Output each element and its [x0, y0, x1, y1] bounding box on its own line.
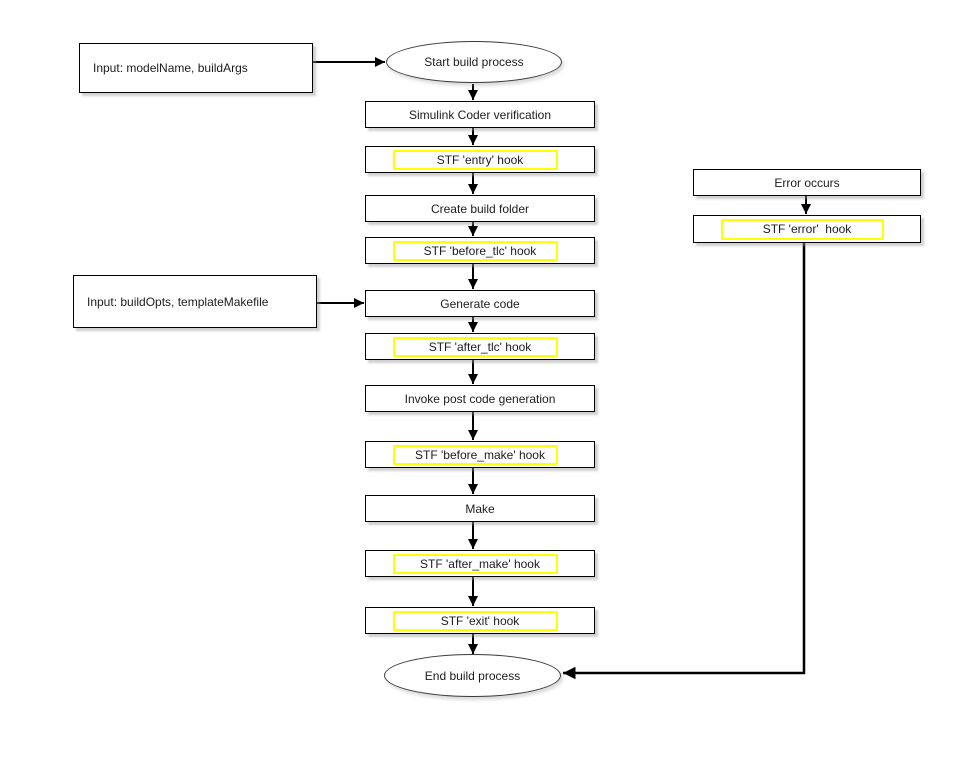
hook-highlight-frame [393, 554, 558, 574]
node-label: Create build folder [430, 201, 530, 216]
node-stf-after-tlc-hook: STF 'after_tlc' hook [365, 333, 595, 360]
node-input-buildopts: Input: buildOpts, templateMakefile [73, 275, 317, 328]
hook-highlight-frame [393, 150, 558, 170]
node-stf-error-hook: STF 'error' hook [693, 215, 921, 243]
node-label: Error occurs [774, 175, 840, 190]
node-input-modelname: Input: modelName, buildArgs [79, 43, 313, 93]
node-label: STF 'before_make' hook [415, 447, 545, 462]
node-label: Generate code [440, 296, 520, 311]
node-stf-before-make-hook: STF 'before_make' hook [365, 441, 595, 468]
node-create-build-folder: Create build folder [365, 195, 595, 222]
node-start: Start build process [386, 41, 562, 83]
node-label: Input: buildOpts, templateMakefile [87, 294, 269, 309]
node-label: Make [465, 501, 495, 516]
hook-highlight-frame [393, 337, 558, 357]
node-label: Simulink Coder verification [408, 107, 552, 122]
node-end: End build process [384, 654, 561, 697]
hook-highlight-frame [393, 445, 558, 465]
node-stf-before-tlc-hook: STF 'before_tlc' hook [365, 237, 595, 264]
node-label: STF 'after_tlc' hook [428, 339, 532, 354]
node-label: End build process [424, 668, 521, 683]
node-label: Invoke post code generation [404, 391, 556, 406]
connector-errorhook-to-end [563, 243, 806, 680]
node-stf-entry-hook: STF 'entry' hook [365, 146, 595, 173]
node-label: STF 'exit' hook [440, 613, 520, 628]
hook-highlight-frame [721, 219, 884, 240]
node-label: Input: modelName, buildArgs [93, 61, 248, 75]
node-stf-after-make-hook: STF 'after_make' hook [365, 550, 595, 577]
hook-highlight-frame [393, 611, 558, 631]
node-label: STF 'error' hook [762, 222, 852, 236]
node-label: STF 'before_tlc' hook [423, 243, 537, 258]
node-label: STF 'after_make' hook [420, 556, 540, 571]
node-error-occurs: Error occurs [693, 169, 921, 196]
node-generate-code: Generate code [365, 290, 595, 317]
node-make: Make [365, 495, 595, 522]
node-simulink-coder-verification: Simulink Coder verification [365, 101, 595, 128]
node-label: Start build process [424, 55, 524, 69]
node-invoke-post-code-generation: Invoke post code generation [365, 385, 595, 412]
node-label: STF 'entry' hook [436, 152, 524, 167]
hook-highlight-frame [393, 241, 558, 261]
node-stf-exit-hook: STF 'exit' hook [365, 607, 595, 634]
